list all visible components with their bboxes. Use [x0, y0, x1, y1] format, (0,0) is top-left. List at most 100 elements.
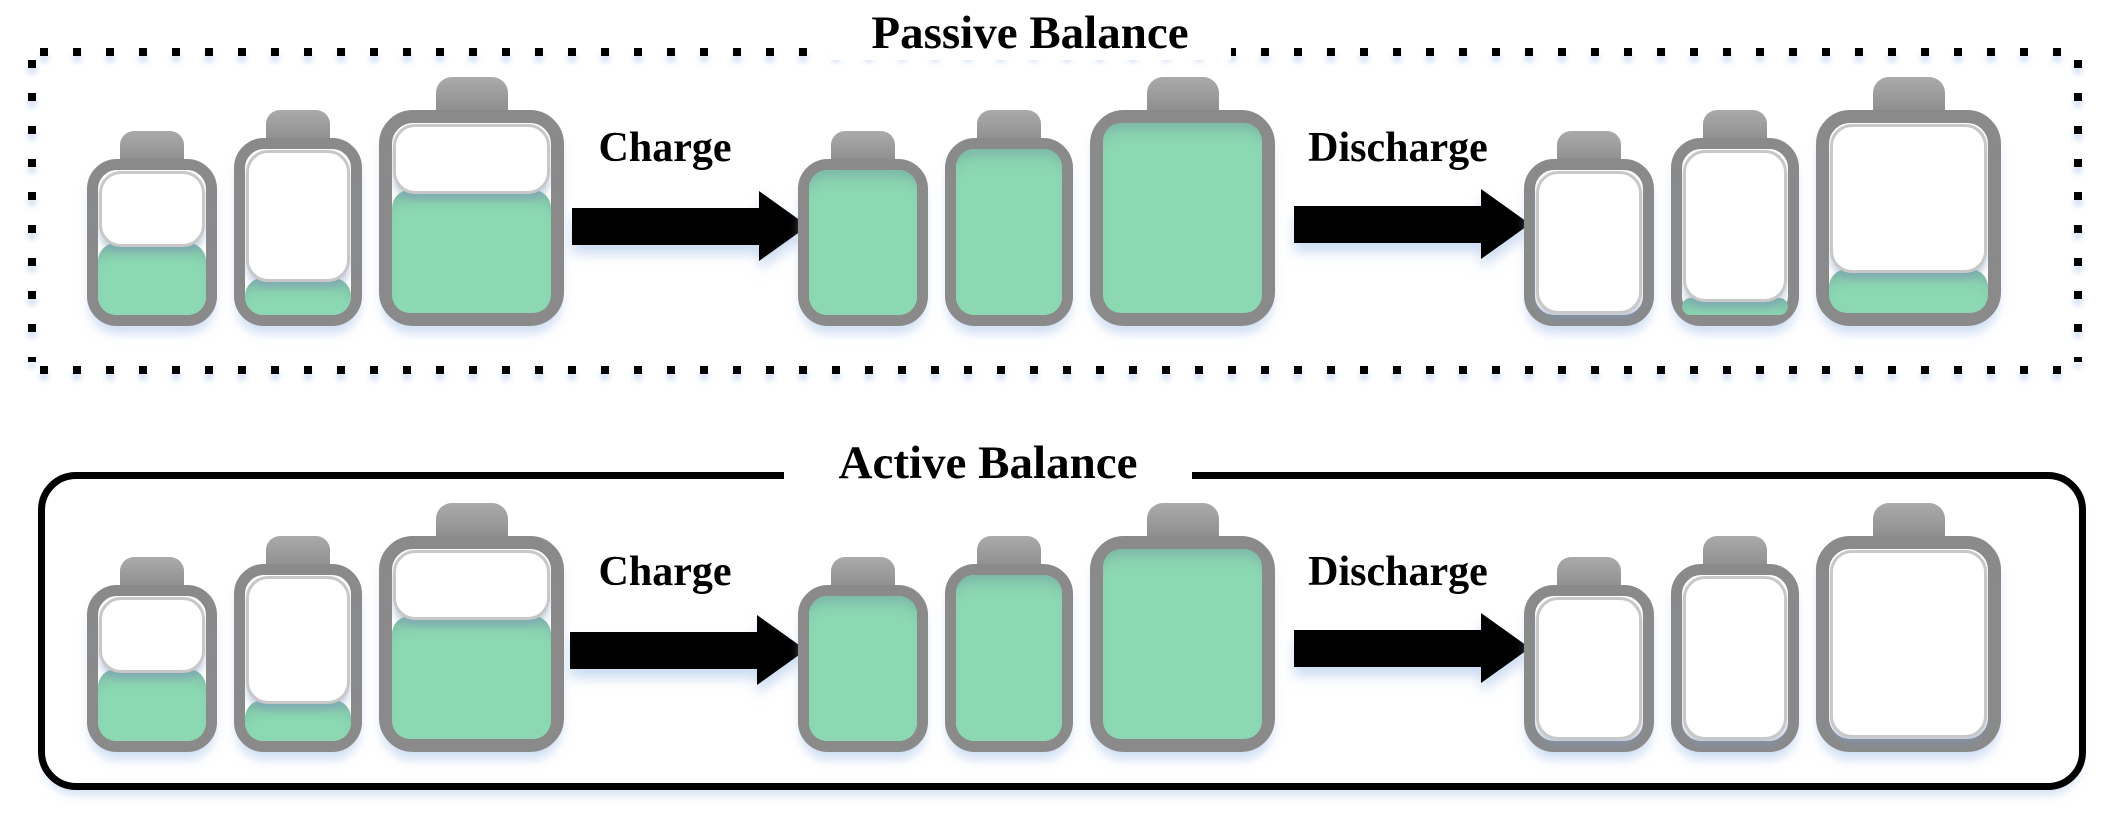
- battery-interior: [1829, 549, 1988, 739]
- arrow-shaft: [1294, 206, 1481, 243]
- passive-discharge-arrow: [1294, 189, 1530, 261]
- battery-empty-space: [393, 124, 550, 194]
- battery-medium-100pct: [945, 536, 1073, 752]
- battery-interior: [392, 123, 551, 313]
- active-stage-after-charge: [798, 503, 1275, 752]
- battery-charge-fill: [809, 596, 917, 741]
- arrow-shaft: [1294, 630, 1481, 667]
- battery-empty-space: [1536, 597, 1642, 740]
- battery-body: [1524, 159, 1654, 326]
- battery-charge-fill: [1829, 269, 1988, 313]
- battery-empty-space: [1683, 150, 1787, 303]
- battery-body: [1816, 110, 2001, 326]
- battery-charge-fill: [98, 242, 206, 315]
- active-discharge-arrow: [1294, 613, 1530, 685]
- dotted-border-right: [2074, 60, 2082, 362]
- battery-body: [1524, 585, 1654, 752]
- battery-body: [87, 159, 217, 326]
- battery-empty-space: [1683, 576, 1787, 740]
- battery-body: [379, 110, 564, 326]
- battery-charge-fill: [1103, 549, 1262, 739]
- battery-interior: [956, 149, 1062, 315]
- battery-interior: [1103, 549, 1262, 739]
- battery-medium-100pct: [945, 110, 1073, 326]
- passive-stage-after-discharge: [1524, 77, 2001, 326]
- battery-large-65pct: [379, 77, 564, 326]
- arrow-head: [757, 615, 806, 685]
- battery-charge-fill: [956, 149, 1062, 315]
- battery-body: [798, 585, 928, 752]
- passive-stage-initial: [87, 77, 564, 326]
- battery-body: [234, 564, 362, 752]
- battery-body: [945, 564, 1073, 752]
- battery-small-100pct: [798, 557, 928, 752]
- passive-panel-title: Passive Balance: [0, 6, 2060, 60]
- battery-small-100pct: [798, 131, 928, 326]
- battery-small-0pct: [1524, 557, 1654, 752]
- battery-body: [1671, 138, 1799, 326]
- arrow-head: [1481, 189, 1530, 259]
- battery-medium-10pct: [1671, 110, 1799, 326]
- battery-medium-0pct: [1671, 536, 1799, 752]
- battery-interior: [1103, 123, 1262, 313]
- active-stage-after-discharge: [1524, 503, 2001, 752]
- battery-interior: [1682, 149, 1788, 315]
- battery-large-0pct: [1816, 503, 2001, 752]
- battery-interior: [98, 596, 206, 741]
- active-stage-initial: [87, 503, 564, 752]
- arrow-shaft: [572, 208, 759, 245]
- battery-small-50pct: [87, 131, 217, 326]
- battery-charge-fill: [392, 615, 551, 739]
- battery-body: [798, 159, 928, 326]
- passive-charge-arrow: [572, 191, 808, 263]
- battery-interior: [956, 575, 1062, 741]
- arrow-head: [1481, 613, 1530, 683]
- battery-interior: [98, 170, 206, 315]
- battery-interior: [1535, 596, 1643, 741]
- dotted-border-left: [28, 60, 36, 362]
- battery-empty-space: [99, 597, 205, 673]
- battery-empty-space: [246, 150, 350, 283]
- battery-large-23pct: [1816, 77, 2001, 326]
- battery-charge-fill: [956, 575, 1062, 741]
- battery-interior: [809, 170, 917, 315]
- passive-charge-label: Charge: [598, 125, 732, 171]
- battery-interior: [1682, 575, 1788, 741]
- active-charge-label: Charge: [598, 549, 732, 595]
- dotted-border-bottom: [40, 366, 2070, 374]
- battery-charge-fill: [392, 189, 551, 313]
- arrow-shaft: [570, 632, 757, 669]
- battery-interior: [1829, 123, 1988, 313]
- battery-body: [1090, 110, 1275, 326]
- battery-small-0pct: [1524, 131, 1654, 326]
- battery-large-100pct: [1090, 77, 1275, 326]
- battery-empty-space: [1536, 171, 1642, 314]
- battery-charge-fill: [245, 278, 351, 315]
- passive-discharge-label: Discharge: [1308, 125, 1488, 171]
- battery-charge-fill: [1103, 123, 1262, 313]
- battery-body: [379, 536, 564, 752]
- battery-body: [945, 138, 1073, 326]
- battery-empty-space: [246, 576, 350, 704]
- battery-interior: [392, 549, 551, 739]
- battery-charge-fill: [98, 668, 206, 741]
- battery-interior: [245, 149, 351, 315]
- passive-stage-after-charge: [798, 77, 1275, 326]
- battery-body: [1090, 536, 1275, 752]
- battery-large-65pct: [379, 503, 564, 752]
- battery-charge-fill: [1682, 298, 1788, 315]
- active-discharge-label: Discharge: [1308, 549, 1488, 595]
- battery-empty-space: [1830, 550, 1987, 738]
- battery-small-50pct: [87, 557, 217, 752]
- battery-body: [234, 138, 362, 326]
- battery-body: [87, 585, 217, 752]
- active-charge-arrow: [570, 615, 806, 687]
- battery-body: [1671, 564, 1799, 752]
- battery-large-100pct: [1090, 503, 1275, 752]
- battery-empty-space: [393, 550, 550, 620]
- active-panel-title: Active Balance: [0, 434, 1976, 492]
- battery-charge-fill: [245, 699, 351, 741]
- battery-body: [1816, 536, 2001, 752]
- battery-empty-space: [1830, 124, 1987, 274]
